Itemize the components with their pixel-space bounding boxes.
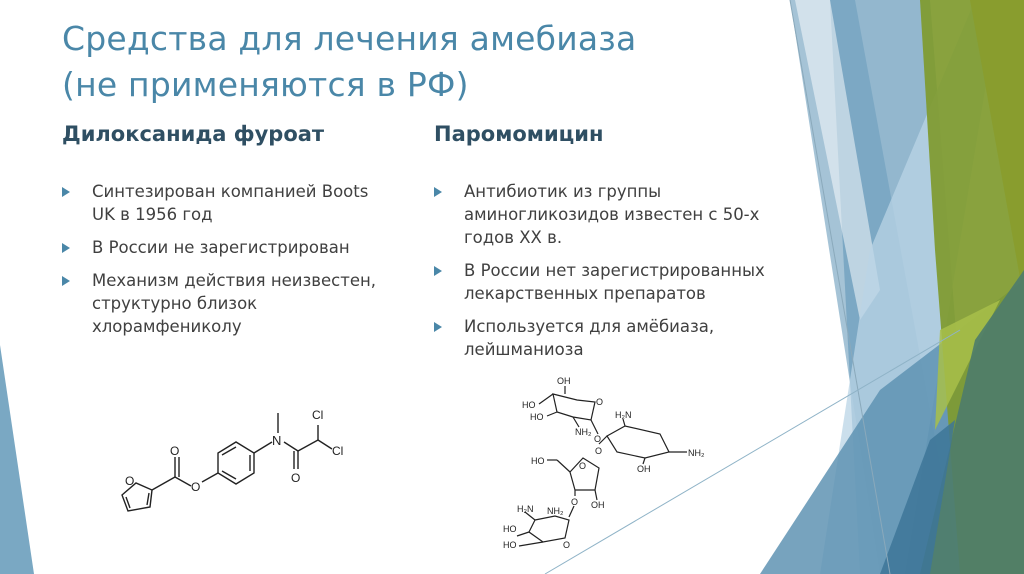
bullet-arrow-icon (62, 187, 70, 197)
svg-text:N: N (272, 433, 281, 448)
bullet-arrow-icon (434, 266, 442, 276)
list-item: Механизм действия неизвестен, структурно… (62, 269, 402, 338)
right-bullet-list: Антибиотик из группы аминогликозидов изв… (434, 180, 804, 371)
bullet-arrow-icon (62, 243, 70, 253)
svg-text:H₂N: H₂N (517, 504, 534, 514)
svg-text:OH: OH (591, 500, 605, 510)
bullet-arrow-icon (434, 187, 442, 197)
list-item: В России не зарегистрирован (62, 236, 402, 259)
svg-text:O: O (563, 540, 570, 550)
svg-text:O: O (594, 434, 601, 444)
list-item: В России нет зарегистрированных лекарств… (434, 259, 804, 305)
svg-text:NH₂: NH₂ (688, 448, 705, 458)
svg-text:HO: HO (531, 456, 545, 466)
diloxanide-furoate-structure: O O O N O Cl Cl (121, 408, 343, 512)
left-bullet-list: Синтезирован компанией Boots UK в 1956 г… (62, 180, 402, 348)
svg-text:O: O (596, 397, 603, 407)
right-column-heading: Паромомицин (434, 122, 604, 146)
list-item: Синтезирован компанией Boots UK в 1956 г… (62, 180, 402, 226)
title-line-1: Средства для лечения амебиаза (62, 19, 637, 58)
svg-text:O: O (595, 446, 602, 456)
svg-text:HO: HO (503, 540, 517, 550)
list-item: Используется для амёбиаза, лейшманиоза (434, 315, 804, 361)
svg-text:O: O (291, 471, 300, 485)
svg-text:O: O (571, 497, 578, 507)
svg-text:Cl: Cl (312, 408, 323, 422)
svg-text:HO: HO (522, 400, 536, 410)
list-item: Антибиотик из группы аминогликозидов изв… (434, 180, 804, 249)
title-line-2: (не применяются в РФ) (62, 65, 469, 104)
left-column-heading: Дилоксанида фуроат (62, 122, 325, 146)
svg-text:NH₂: NH₂ (575, 427, 592, 437)
svg-text:O: O (125, 474, 134, 488)
svg-text:H₂N: H₂N (615, 410, 632, 420)
bullet-arrow-icon (62, 276, 70, 286)
svg-text:O: O (579, 461, 586, 471)
svg-text:NH₂: NH₂ (547, 506, 564, 516)
svg-text:O: O (170, 444, 179, 458)
svg-text:O: O (191, 480, 200, 494)
svg-text:HO: HO (530, 412, 544, 422)
svg-text:OH: OH (557, 376, 571, 386)
bullet-arrow-icon (434, 322, 442, 332)
svg-text:Cl: Cl (332, 444, 343, 458)
svg-text:OH: OH (637, 464, 651, 474)
paromomycin-structure: OH HO HO O NH₂ O H₂N NH₂ OH O HO O OH O … (503, 376, 705, 550)
slide-title: Средства для лечения амебиаза (не примен… (62, 16, 636, 108)
svg-text:HO: HO (503, 524, 517, 534)
